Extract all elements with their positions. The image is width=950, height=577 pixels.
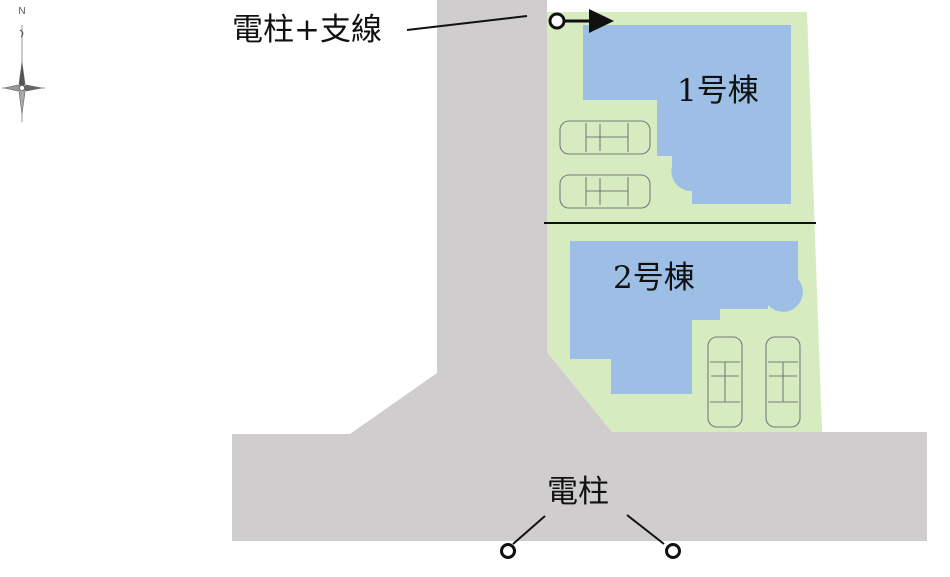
road (232, 0, 927, 541)
parking-car (707, 336, 743, 428)
pole-label: 電柱 (547, 474, 609, 510)
pole-leader-left (512, 515, 546, 545)
utility-pole-icon (548, 12, 566, 30)
parking-car (559, 174, 651, 209)
north-compass: N (2, 6, 45, 122)
parking-car (559, 120, 651, 155)
compass-rose-icon (2, 25, 45, 122)
utility-pole-icon (665, 543, 681, 559)
pole-markers (500, 514, 681, 559)
building-1-label: 1号棟 (677, 73, 759, 109)
pole-guy-wire-label: 電柱+支線 (232, 12, 382, 48)
pole-leader-right (626, 514, 665, 545)
pole-guy-wire-marker (406, 9, 614, 33)
building-1 (583, 25, 791, 204)
north-label: N (18, 6, 25, 17)
parking-car (765, 336, 801, 428)
building-2-label: 2号棟 (613, 260, 695, 296)
building-2 (570, 241, 803, 394)
utility-pole-icon (500, 543, 516, 559)
guy-wire-arrow-icon (589, 9, 614, 33)
pole-guy-wire-leader (406, 15, 528, 31)
